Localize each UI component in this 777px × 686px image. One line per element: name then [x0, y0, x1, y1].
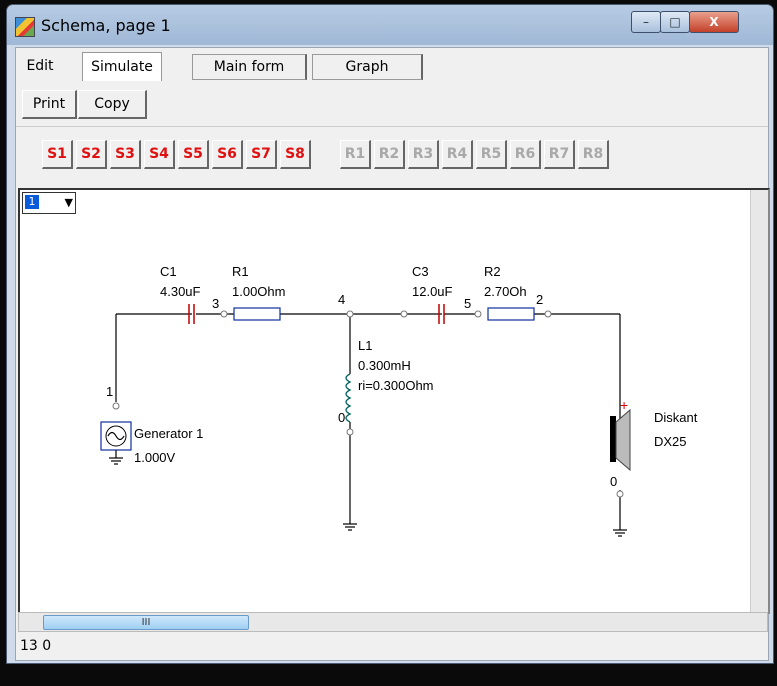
l1-name: L1 — [358, 338, 372, 353]
status-bar: 13 0 — [20, 638, 52, 654]
ground-icon — [613, 529, 627, 537]
close-button[interactable]: X — [689, 11, 739, 33]
s2-button[interactable]: S2 — [76, 140, 107, 169]
s7-button[interactable]: S7 — [246, 140, 277, 169]
r1-button[interactable]: R1 — [340, 140, 371, 169]
page-select[interactable]: 1 ▼ — [22, 192, 76, 214]
c1-name: C1 — [160, 264, 177, 279]
node-markers — [112, 310, 624, 498]
s6-button[interactable]: S6 — [212, 140, 243, 169]
horizontal-scrollbar[interactable]: III — [18, 612, 768, 632]
title-bar[interactable]: Schema, page 1 – □ X — [7, 5, 773, 45]
s8-button[interactable]: S8 — [280, 140, 311, 169]
node-label-3: 3 — [212, 296, 219, 311]
node-label-2: 2 — [536, 292, 543, 307]
s3-button[interactable]: S3 — [110, 140, 141, 169]
c1-value: 4.30uF — [160, 284, 201, 299]
schema-window: Schema, page 1 – □ X Edit Simulate Main … — [6, 4, 774, 664]
client-area: Edit Simulate Main form Graph Print Copy… — [15, 47, 770, 661]
speaker-icon: + — [610, 397, 631, 472]
main-form-button[interactable]: Main form — [192, 54, 307, 80]
svg-text:+: + — [620, 397, 628, 413]
tab-simulate[interactable]: Simulate — [82, 52, 162, 81]
s4-button[interactable]: S4 — [144, 140, 175, 169]
r1-value: 1.00Ohm — [232, 284, 285, 299]
schematic-canvas[interactable]: 1 ▼ — [18, 188, 770, 614]
r3-button[interactable]: R3 — [408, 140, 439, 169]
generator-name: Generator 1 — [134, 426, 203, 441]
l1-ri: ri=0.300Ohm — [358, 378, 434, 393]
node-label-1: 1 — [106, 384, 113, 399]
c3-value: 12.0uF — [412, 284, 453, 299]
copy-button[interactable]: Copy — [78, 90, 147, 119]
r4-button[interactable]: R4 — [442, 140, 473, 169]
node-label-5: 5 — [464, 296, 471, 311]
resistor-r1-symbol — [233, 307, 281, 321]
sine-icon — [107, 431, 125, 441]
capacitor-c1-symbol — [188, 304, 195, 324]
node-label-0b: 0 — [610, 474, 617, 489]
speaker-model: DX25 — [654, 434, 687, 449]
print-button[interactable]: Print — [22, 90, 77, 119]
r2-name: R2 — [484, 264, 501, 279]
inductor-l1-symbol — [345, 373, 352, 423]
node-label-4: 4 — [338, 292, 345, 307]
c3-name: C3 — [412, 264, 429, 279]
s5-button[interactable]: S5 — [178, 140, 209, 169]
r2-value: 2.70Oh — [484, 284, 527, 299]
minimize-button[interactable]: – — [631, 11, 661, 33]
l1-value: 0.300mH — [358, 358, 411, 373]
app-icon — [15, 17, 35, 37]
window-title: Schema, page 1 — [41, 16, 171, 35]
tab-edit[interactable]: Edit — [26, 58, 54, 74]
circuit-diagram: + C1 4.30uF R1 1.00Ohm C3 — [100, 264, 698, 537]
speaker-name: Diskant — [654, 410, 698, 425]
chevron-down-icon[interactable]: ▼ — [64, 196, 73, 209]
r1-name: R1 — [232, 264, 249, 279]
s1-button[interactable]: S1 — [42, 140, 73, 169]
r6-button[interactable]: R6 — [510, 140, 541, 169]
r5-button[interactable]: R5 — [476, 140, 507, 169]
vertical-scrollbar[interactable] — [750, 190, 768, 612]
graph-button[interactable]: Graph — [312, 54, 423, 80]
scenario-toolbar: S1 S2 S3 S4 S5 S6 S7 S8 R1 R2 R3 R4 R5 R… — [16, 126, 768, 175]
maximize-button[interactable]: □ — [660, 11, 690, 33]
hscroll-thumb[interactable]: III — [43, 615, 249, 630]
r8-button[interactable]: R8 — [578, 140, 609, 169]
generator-circle — [105, 425, 127, 447]
ground-icon — [109, 450, 123, 465]
r7-button[interactable]: R7 — [544, 140, 575, 169]
generator-value: 1.000V — [134, 450, 176, 465]
capacitor-c3-symbol — [438, 304, 445, 324]
page-select-value: 1 — [25, 195, 39, 209]
ground-icon — [343, 523, 357, 531]
r2-button[interactable]: R2 — [374, 140, 405, 169]
node-label-0a: 0 — [338, 410, 345, 425]
resistor-r2-symbol — [487, 307, 535, 321]
